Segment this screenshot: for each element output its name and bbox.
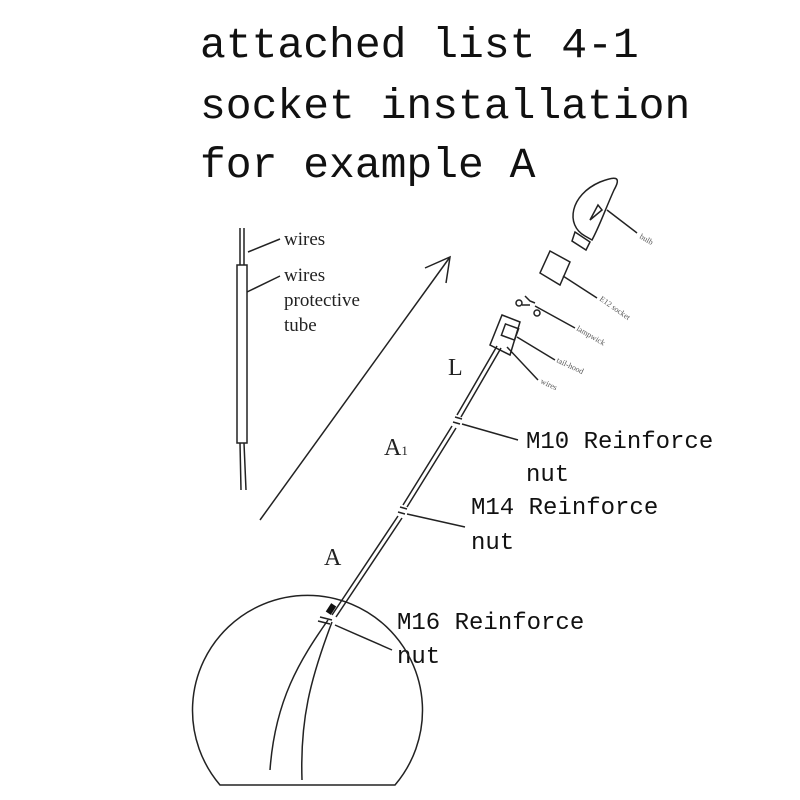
bulb-label: bulb xyxy=(638,232,655,247)
title-line-1: attached list 4-1 xyxy=(200,21,639,70)
lampwick-icon xyxy=(515,295,576,329)
title-line-3: for example A xyxy=(200,141,536,190)
tube-label-1: wires xyxy=(284,265,325,286)
m16-label-1: M16 Reinforce xyxy=(397,610,584,637)
wires-part-label: wires xyxy=(539,377,559,392)
assembly-direction-arrow xyxy=(259,255,451,521)
rod xyxy=(317,345,502,625)
tube-label-3: tube xyxy=(284,315,317,336)
m10-label-1: M10 Reinforce xyxy=(526,429,713,456)
wires-label: wires xyxy=(284,229,325,250)
tube-label-2: protective xyxy=(284,290,360,311)
m14-label-1: M14 Reinforce xyxy=(471,495,658,522)
tail-hood-label: tail-hood xyxy=(555,356,585,376)
m10-label-2: nut xyxy=(526,462,569,489)
m10-leader xyxy=(461,423,519,441)
bulb-icon xyxy=(571,177,638,252)
wires-tube-legend xyxy=(236,228,281,491)
e12-socket-icon xyxy=(539,249,598,299)
lampwick-label: lampwick xyxy=(575,324,607,348)
m14-label-2: nut xyxy=(471,530,514,557)
glass-globe xyxy=(191,594,424,786)
title-line-2: socket installation xyxy=(200,82,690,131)
dimension-L: L xyxy=(448,355,463,381)
m14-leader xyxy=(406,513,466,528)
tail-hood-icon xyxy=(489,314,556,381)
e12-socket-label: E12 socket xyxy=(598,294,633,322)
dimension-A1: A1 xyxy=(384,435,408,461)
dimension-A: A xyxy=(324,545,342,571)
m16-leader xyxy=(334,624,393,651)
